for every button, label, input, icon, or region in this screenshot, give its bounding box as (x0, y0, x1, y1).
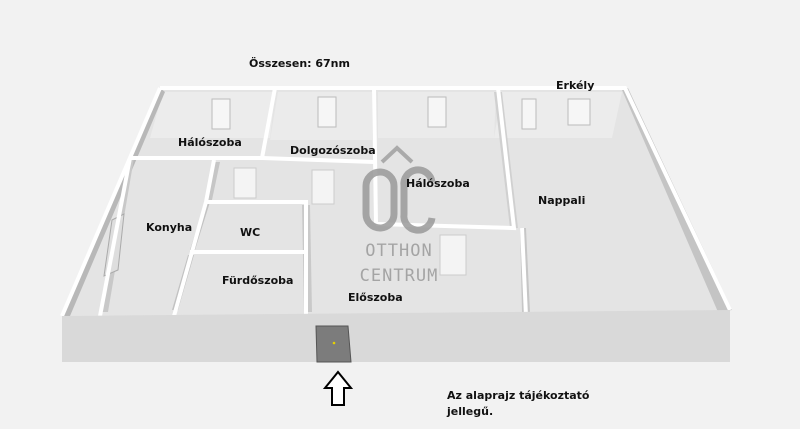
total-area: Összesen: 67nm (249, 57, 350, 70)
logo-line-1: OTTHON (365, 241, 432, 261)
room-label-nappali: Nappali (538, 194, 585, 207)
window (211, 98, 231, 130)
door (233, 167, 257, 199)
disclaimer-note: Az alaprajz tájékoztató jellegű. (447, 389, 590, 418)
back-wall-face (494, 92, 622, 138)
room-label-eloszoba: Előszoba (348, 291, 403, 304)
otthon-centrum-logo: OTTHON CENTRUM (360, 145, 439, 286)
window (521, 98, 537, 130)
room-label-furdoszoba: Fürdőszoba (222, 274, 293, 287)
room-label-dolgozoszoba: Dolgozószoba (290, 144, 376, 157)
door (311, 169, 335, 205)
room-label-wc: WC (240, 226, 260, 239)
wall-tops (60, 86, 732, 317)
room-label-haloszoba: Hálószoba (178, 136, 242, 149)
window (317, 96, 337, 128)
room-label-haloszoba-2: Hálószoba (406, 177, 470, 190)
room-label-konyha: Konyha (146, 221, 192, 234)
room-label-erkely: Erkély (556, 79, 594, 92)
front-wall (62, 310, 730, 362)
door-handle (332, 341, 336, 345)
logo-line-2: CENTRUM (360, 266, 439, 286)
window (567, 98, 591, 126)
entrance-arrow-icon (322, 370, 354, 406)
window (427, 96, 447, 128)
door (439, 234, 467, 276)
